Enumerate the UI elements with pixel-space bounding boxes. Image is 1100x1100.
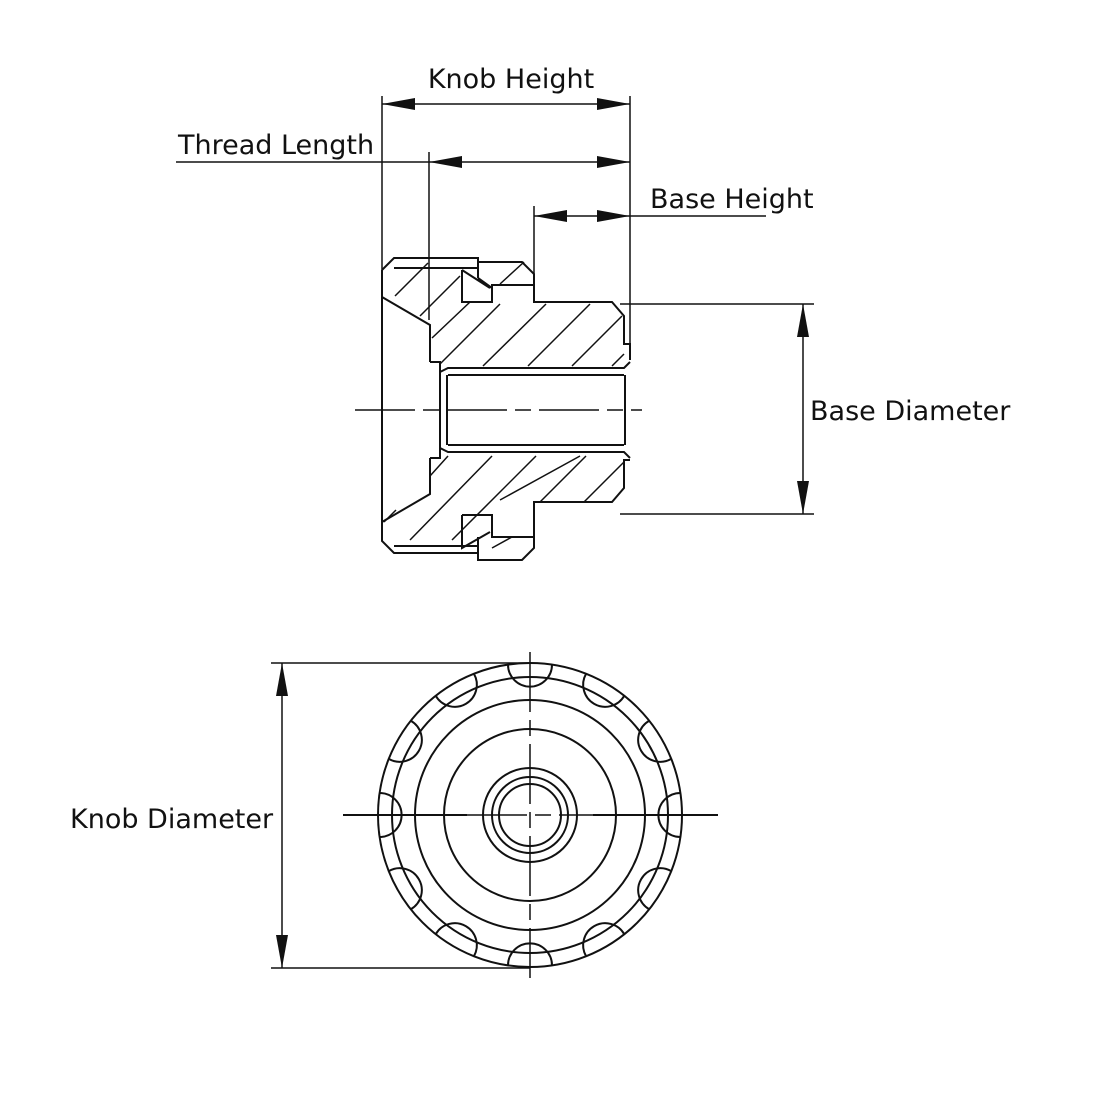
section-hatching-upper — [394, 261, 625, 367]
grip-scallop — [434, 922, 478, 957]
arrow-down-icon — [276, 935, 288, 968]
lower-groove — [394, 514, 534, 553]
threaded-bore — [439, 361, 631, 459]
grip-scallop — [582, 922, 626, 957]
arrow-right-icon — [597, 98, 630, 110]
section-hatching-lower — [383, 455, 625, 549]
arrow-up-icon — [797, 304, 809, 337]
grip-scallop — [434, 673, 478, 708]
arrow-up-icon — [276, 663, 288, 696]
grip-scallop — [637, 867, 672, 911]
arrow-left-icon — [382, 98, 415, 110]
base-height-dimension: Base Height — [533, 184, 814, 275]
insert-flange — [430, 361, 441, 459]
side-section-view — [355, 257, 642, 561]
arrow-left-icon — [534, 210, 567, 222]
arrow-right-icon — [597, 210, 630, 222]
knob-face-recess — [381, 296, 431, 523]
thread-length-dimension: Thread Length — [176, 130, 630, 320]
knob-outer-profile — [381, 257, 631, 561]
base-diameter-label: Base Diameter — [810, 396, 1011, 427]
front-view — [343, 652, 718, 978]
base-height-label: Base Height — [650, 184, 814, 215]
grip-scallop — [388, 719, 423, 763]
knob-diameter-label: Knob Diameter — [70, 804, 274, 835]
arrow-down-icon — [797, 481, 809, 514]
upper-groove — [394, 262, 534, 303]
arrow-right-icon — [597, 156, 630, 168]
thread-length-label: Thread Length — [177, 130, 374, 161]
arrow-left-icon — [429, 156, 462, 168]
grip-scallop — [388, 867, 423, 911]
knob-height-dimension: Knob Height — [381, 64, 631, 350]
knob-height-label: Knob Height — [428, 64, 594, 95]
grip-scallop — [637, 719, 672, 763]
grip-scallop — [582, 673, 626, 708]
base-diameter-dimension: Base Diameter — [620, 303, 1011, 515]
knob-diameter-dimension: Knob Diameter — [70, 662, 530, 969]
